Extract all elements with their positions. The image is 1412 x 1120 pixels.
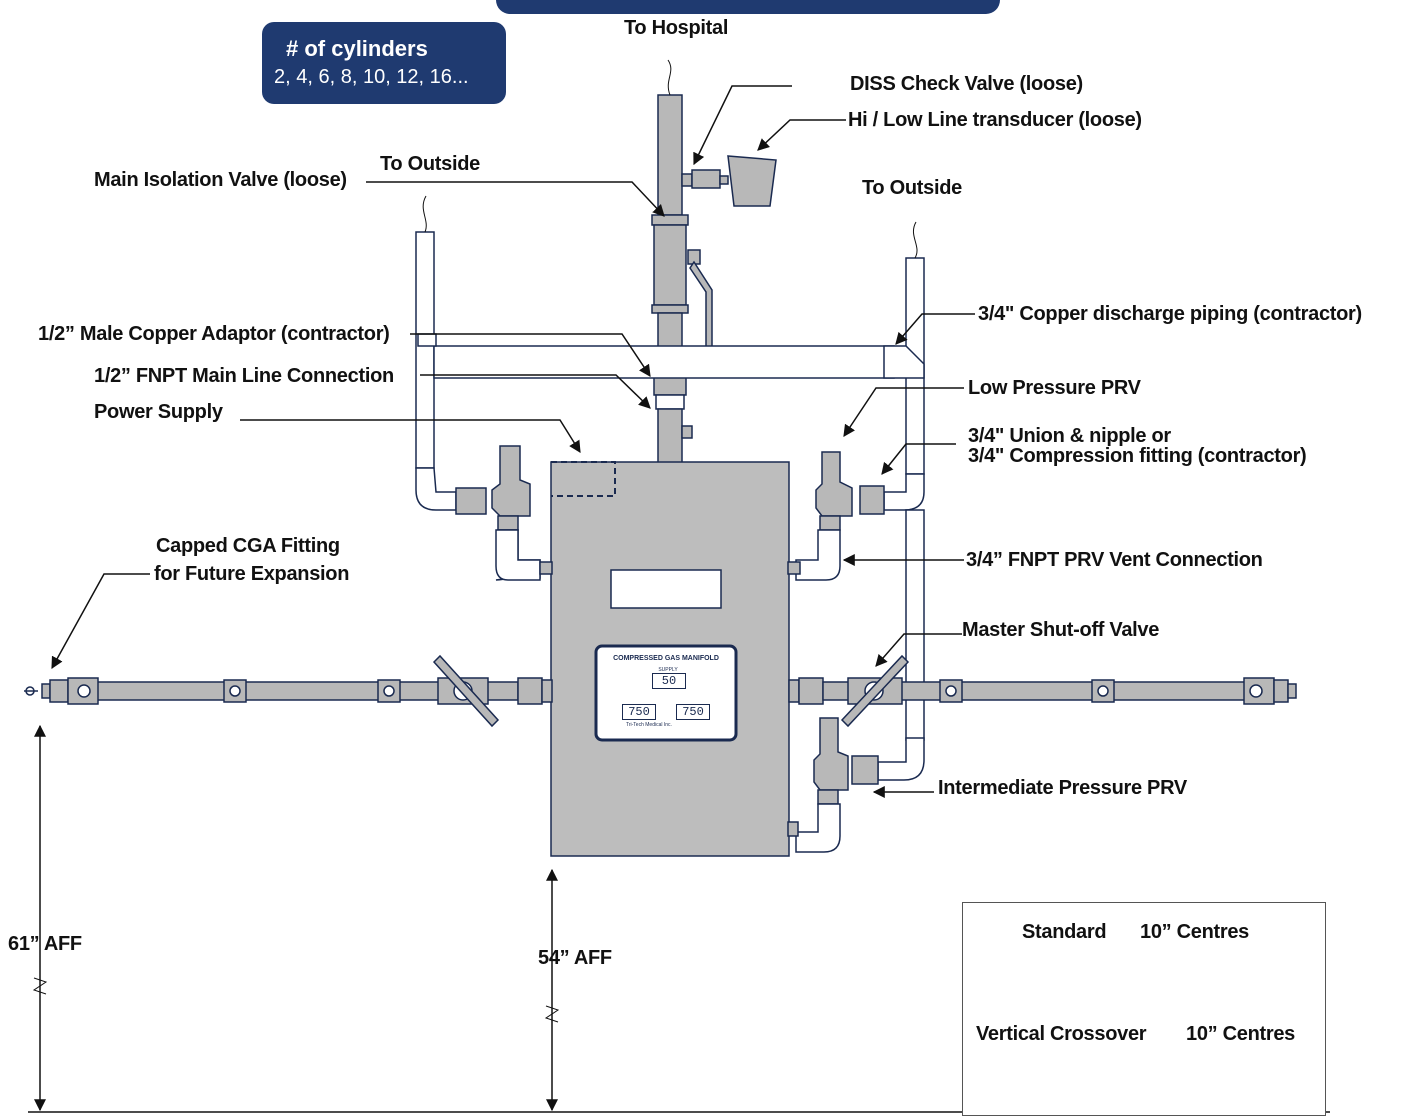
- hi-low-transducer-label: Hi / Low Line transducer (loose): [848, 109, 1142, 131]
- panel-brand: Tri-Tech Medical Inc.: [626, 722, 672, 728]
- intermediate-prv: [795, 717, 849, 853]
- panel-left-value: 750: [622, 704, 656, 720]
- union-nipple-label-2: 3/4" Compression fitting (contractor): [968, 445, 1307, 467]
- low-pressure-prv-label: Low Pressure PRV: [968, 377, 1141, 399]
- header-pipe-left: [41, 654, 553, 728]
- isolation-valve-handle: [687, 249, 713, 361]
- panel-right-value: 750: [676, 704, 710, 720]
- panel-supply-value: 50: [652, 673, 686, 689]
- leader-lines: [51, 85, 975, 798]
- intermediate-prv-label: Intermediate Pressure PRV: [938, 777, 1187, 799]
- legend-standard-label: Standard: [1022, 921, 1107, 943]
- legend-vertical-centres: 10” Centres: [1186, 1023, 1295, 1045]
- right-prv: [795, 451, 853, 581]
- power-supply-label: Power Supply: [94, 401, 223, 423]
- union-nipple-label-1: 3/4" Union & nipple or: [968, 425, 1171, 447]
- copper-discharge-label: 3/4" Copper discharge piping (contractor…: [978, 303, 1362, 325]
- to-outside-left-label: To Outside: [380, 153, 480, 175]
- master-shutoff-label: Master Shut-off Valve: [962, 619, 1160, 641]
- diss-check-valve-label: DISS Check Valve (loose): [850, 73, 1083, 95]
- panel-title: COMPRESSED GAS MANIFOLD: [613, 655, 719, 662]
- legend-standard-centres: 10” Centres: [1140, 921, 1249, 943]
- centerline-symbol: [24, 686, 38, 696]
- main-isolation-valve-label: Main Isolation Valve (loose): [94, 169, 347, 191]
- to-outside-right-label: To Outside: [862, 177, 962, 199]
- legend-vertical-label: Vertical Crossover: [976, 1023, 1147, 1045]
- header-pipe-right: [788, 654, 1297, 728]
- manifold-cabinet: [539, 461, 801, 857]
- to-hospital-label: To Hospital: [624, 17, 729, 39]
- panel-supply-label: SUPPLY: [658, 667, 678, 673]
- callout-counts: 2, 4, 6, 8, 10, 12, 16...: [274, 66, 469, 88]
- capped-cga-label-1: Capped CGA Fitting: [156, 535, 340, 557]
- left-prv: [491, 445, 541, 581]
- aff-54-label: 54” AFF: [538, 947, 612, 969]
- aff-61-label: 61” AFF: [8, 933, 82, 955]
- left-discharge-pipe: [415, 195, 895, 515]
- main-line-pipe: [651, 59, 693, 464]
- legend-box: [962, 902, 1326, 1116]
- fnpt-main-line-label: 1/2” FNPT Main Line Connection: [94, 365, 394, 387]
- fnpt-prv-vent-label: 3/4” FNPT PRV Vent Connection: [966, 549, 1263, 571]
- header-banner: [496, 0, 1000, 14]
- capped-cga-label-2: for Future Expansion: [154, 563, 350, 585]
- callout-title: # of cylinders: [286, 36, 428, 61]
- male-copper-adaptor-label: 1/2” Male Copper Adaptor (contractor): [38, 323, 390, 345]
- diss-transducer: [681, 155, 777, 207]
- cylinder-count-callout: # of cylinders 2, 4, 6, 8, 10, 12, 16...: [262, 22, 506, 104]
